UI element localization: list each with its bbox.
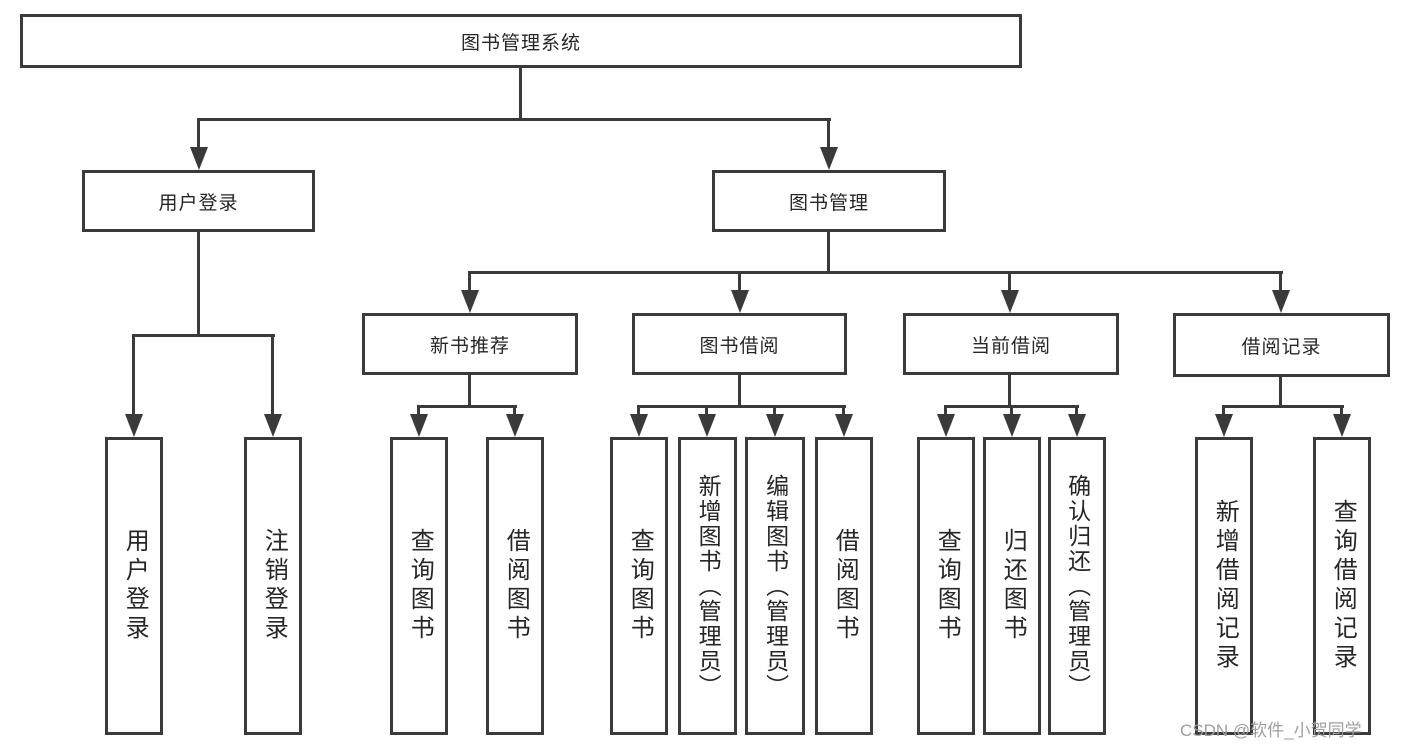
connector-arrow bbox=[766, 414, 784, 437]
connector-arrow bbox=[410, 414, 428, 437]
connector-arrow bbox=[1068, 414, 1086, 437]
node-user-login-label: 用户登录 bbox=[158, 192, 239, 214]
leaf-add-borrow-record: 新增借阅记录 bbox=[1195, 437, 1253, 735]
node-current-borrow: 当前借阅 bbox=[903, 313, 1119, 375]
connector-line bbox=[417, 405, 517, 408]
connector-line bbox=[738, 375, 741, 408]
connector-arrow bbox=[820, 147, 838, 170]
connector-arrow bbox=[1333, 414, 1351, 437]
node-root: 图书管理系统 bbox=[20, 14, 1022, 68]
connector-arrow bbox=[506, 414, 524, 437]
connector-line bbox=[738, 271, 741, 293]
leaf-current-query-books-label: 查询图书 bbox=[933, 528, 961, 644]
leaf-borrow-query-books: 查询图书 bbox=[610, 437, 668, 735]
connector-arrow bbox=[937, 414, 955, 437]
connector-arrow bbox=[1003, 414, 1021, 437]
node-book-management: 图书管理 bbox=[712, 170, 946, 232]
leaf-query-borrow-record-label: 查询借阅记录 bbox=[1329, 499, 1357, 673]
node-borrow-records: 借阅记录 bbox=[1173, 313, 1390, 377]
leaf-recommend-borrow-books: 借阅图书 bbox=[486, 437, 544, 735]
leaf-add-books-admin: 新增图书（管理员） bbox=[678, 437, 737, 735]
connector-line bbox=[513, 405, 516, 417]
connector-line bbox=[1075, 405, 1078, 417]
leaf-user-login-label: 用户登录 bbox=[121, 528, 149, 644]
connector-line bbox=[944, 405, 947, 417]
connector-line bbox=[468, 271, 1283, 274]
connector-arrow bbox=[698, 414, 716, 437]
connector-arrow bbox=[1215, 414, 1233, 437]
connector-line bbox=[842, 405, 845, 417]
connector-arrow bbox=[190, 147, 208, 170]
connector-arrow bbox=[125, 414, 143, 437]
leaf-user-login: 用户登录 bbox=[105, 437, 163, 735]
leaf-recommend-borrow-books-label: 借阅图书 bbox=[502, 528, 530, 644]
connector-line bbox=[132, 334, 275, 337]
connector-line bbox=[1279, 377, 1282, 408]
connector-line bbox=[519, 68, 522, 120]
leaf-edit-books-admin-label: 编辑图书（管理员） bbox=[762, 473, 789, 699]
connector-line bbox=[1008, 271, 1011, 293]
connector-line bbox=[637, 405, 640, 417]
node-new-book-recommend-label: 新书推荐 bbox=[429, 335, 510, 357]
leaf-confirm-return-admin: 确认归还（管理员） bbox=[1048, 437, 1106, 735]
leaf-recommend-query-books-label: 查询图书 bbox=[406, 528, 434, 644]
leaf-logout: 注销登录 bbox=[244, 437, 302, 735]
connector-line bbox=[1010, 405, 1013, 417]
connector-line bbox=[827, 118, 830, 151]
connector-arrow bbox=[630, 414, 648, 437]
leaf-return-books: 归还图书 bbox=[983, 437, 1041, 735]
connector-arrow bbox=[835, 414, 853, 437]
leaf-borrow-books: 借阅图书 bbox=[815, 437, 873, 735]
connector-line bbox=[1222, 405, 1225, 417]
leaf-logout-label: 注销登录 bbox=[260, 528, 288, 644]
connector-line bbox=[1279, 271, 1282, 293]
connector-arrow bbox=[461, 290, 479, 313]
leaf-return-books-label: 归还图书 bbox=[999, 528, 1027, 644]
connector-line bbox=[197, 118, 200, 151]
node-borrow-records-label: 借阅记录 bbox=[1241, 336, 1322, 358]
leaf-recommend-query-books: 查询图书 bbox=[390, 437, 448, 735]
csdn-watermark: CSDN @软件_小贺同学 bbox=[1180, 721, 1362, 740]
connector-arrow bbox=[1272, 290, 1290, 313]
leaf-confirm-return-admin-label: 确认归还（管理员） bbox=[1064, 473, 1091, 699]
connector-line bbox=[197, 118, 831, 121]
connector-line bbox=[773, 405, 776, 417]
node-root-label: 图书管理系统 bbox=[460, 32, 581, 54]
connector-line bbox=[197, 232, 200, 337]
leaf-add-borrow-record-label: 新增借阅记录 bbox=[1211, 499, 1239, 673]
node-book-borrow: 图书借阅 bbox=[632, 313, 847, 375]
connector-line bbox=[132, 334, 135, 417]
node-user-login: 用户登录 bbox=[82, 170, 315, 232]
node-new-book-recommend: 新书推荐 bbox=[362, 313, 578, 375]
leaf-add-books-admin-label: 新增图书（管理员） bbox=[695, 473, 722, 699]
connector-line bbox=[827, 232, 830, 274]
node-book-management-label: 图书管理 bbox=[788, 192, 869, 214]
connector-line bbox=[468, 271, 471, 293]
leaf-query-borrow-record: 查询借阅记录 bbox=[1313, 437, 1371, 735]
leaf-borrow-books-label: 借阅图书 bbox=[831, 528, 859, 644]
leaf-borrow-query-books-label: 查询图书 bbox=[626, 528, 654, 644]
connector-arrow bbox=[1001, 290, 1019, 313]
node-book-borrow-label: 图书借阅 bbox=[699, 335, 780, 357]
leaf-edit-books-admin: 编辑图书（管理员） bbox=[745, 437, 805, 735]
node-current-borrow-label: 当前借阅 bbox=[970, 335, 1051, 357]
connector-arrow bbox=[731, 290, 749, 313]
connector-line bbox=[1222, 405, 1344, 408]
connector-line bbox=[1008, 375, 1011, 408]
connector-line bbox=[417, 405, 420, 417]
connector-line bbox=[705, 405, 708, 417]
leaf-current-query-books: 查询图书 bbox=[917, 437, 975, 735]
connector-line bbox=[271, 334, 274, 417]
connector-line bbox=[1340, 405, 1343, 417]
connector-line bbox=[637, 405, 846, 408]
connector-line bbox=[468, 375, 471, 408]
connector-arrow bbox=[264, 414, 282, 437]
